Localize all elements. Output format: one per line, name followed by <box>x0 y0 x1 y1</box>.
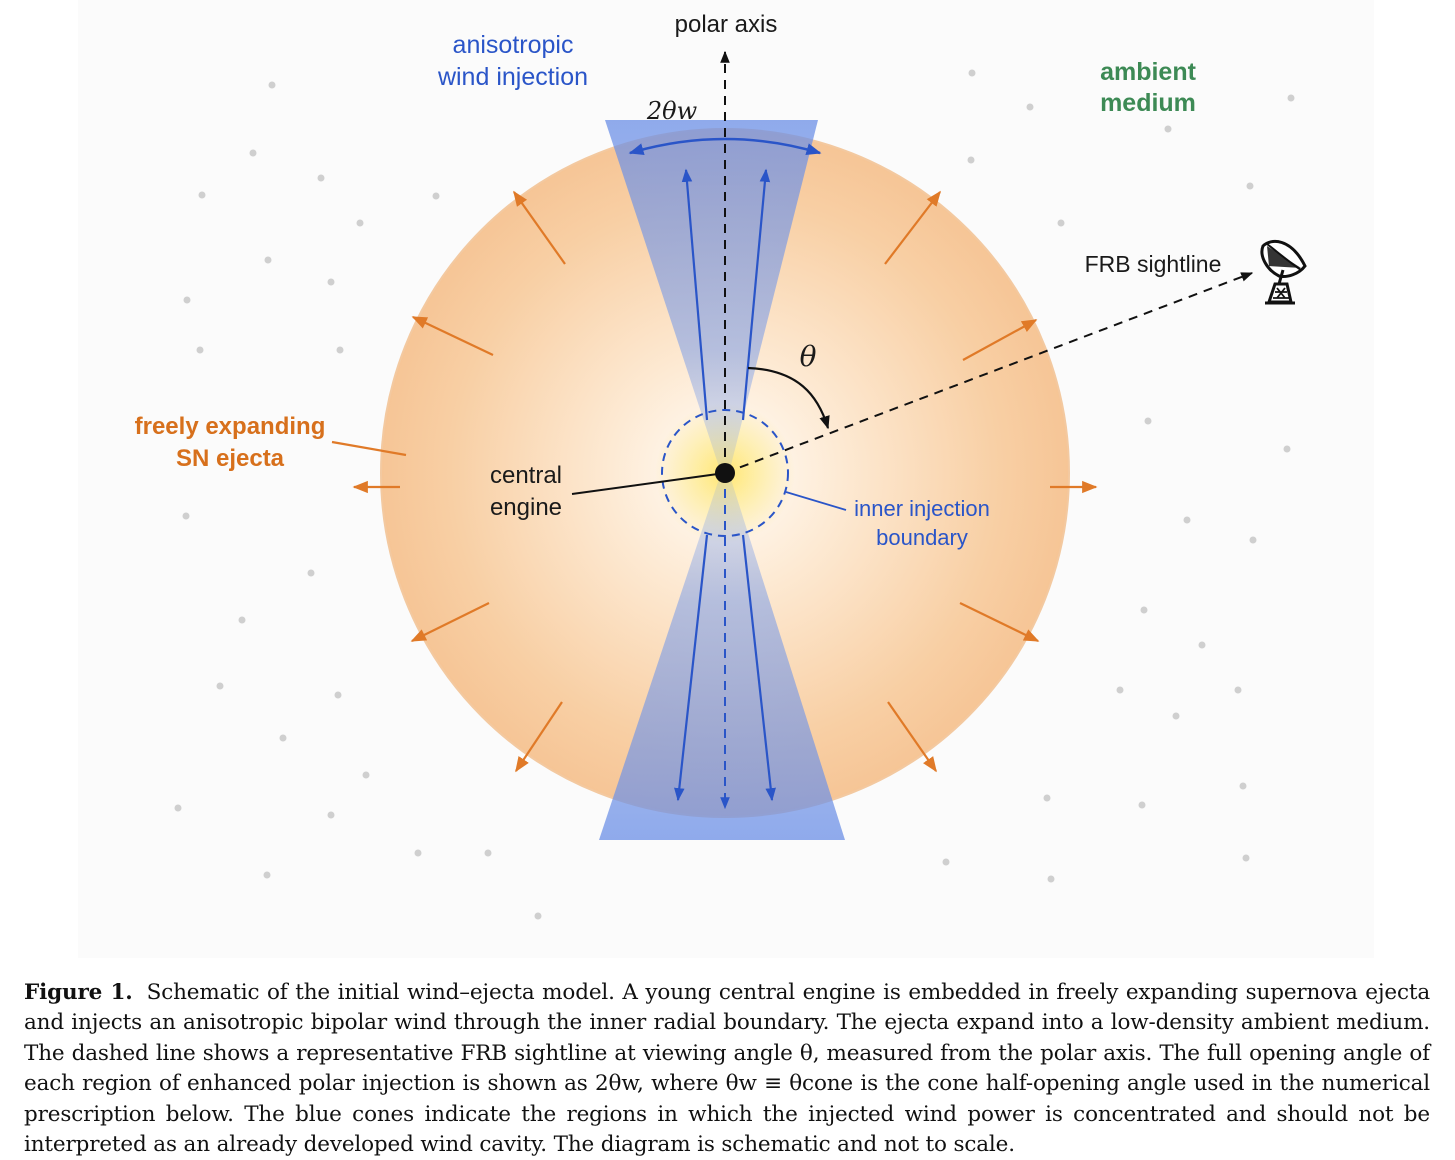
theta-arc <box>747 366 830 430</box>
ambient-label-line2: medium <box>1100 89 1196 117</box>
figure-caption: Figure 1.Schematic of the initial wind–e… <box>24 978 1430 1160</box>
sn-ejecta-label-line2: SN ejecta <box>175 445 285 472</box>
two-theta-w-label: 2θw <box>646 97 698 125</box>
radio-telescope-icon <box>1260 239 1307 305</box>
ambient-particles <box>174 69 1295 920</box>
frb-sightline <box>724 272 1254 474</box>
upper-wind-cone <box>605 120 818 473</box>
polar-axis-label: polar axis <box>674 11 778 38</box>
inner-boundary-label-line2: boundary <box>876 525 968 550</box>
opening-angle-arc <box>628 137 822 155</box>
central-engine-label-line2: engine <box>489 494 563 521</box>
central-engine-dot <box>715 463 735 483</box>
frb-sightline-label: FRB sightline <box>1084 251 1222 277</box>
sn-ejecta-leader <box>331 440 407 457</box>
anisotropic-label-line1: anisotropic <box>452 31 574 59</box>
engine-leader <box>571 472 726 495</box>
lower-wind-cone <box>599 473 845 840</box>
inner-injection-boundary <box>661 409 789 537</box>
central-engine-label-line1: central <box>489 462 563 489</box>
inner-boundary-label-line1: inner injection <box>854 496 990 521</box>
caption-label: Figure 1. <box>24 980 133 1005</box>
ambient-label-line1: ambient <box>1100 58 1196 86</box>
theta-label: θ <box>799 340 817 373</box>
figure-panel: polar axis anisotropic wind injection am… <box>78 0 1374 958</box>
inner-boundary-leader <box>785 491 847 511</box>
caption-text: Schematic of the initial wind–ejecta mod… <box>24 980 1431 1158</box>
schematic-diagram <box>174 50 1307 920</box>
anisotropic-label-line2: wind injection <box>437 63 589 91</box>
sn-ejecta-label-line1: freely expanding <box>134 413 326 440</box>
